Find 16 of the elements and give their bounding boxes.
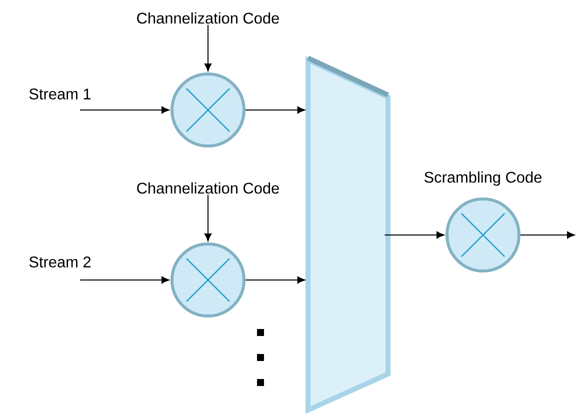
arrow: [384, 231, 444, 239]
arrow: [245, 106, 306, 114]
edge-label: Stream 1: [29, 88, 91, 100]
multiplier-circle: [170, 242, 246, 318]
arrow: [204, 24, 212, 72]
multiplier-circle: [446, 198, 520, 272]
multiplier-circle: [170, 72, 246, 148]
arrow: [204, 194, 212, 242]
code-label: Channelization Code: [137, 12, 279, 24]
code-label: Scrambling Code: [424, 171, 542, 186]
arrow: [245, 276, 306, 284]
arrow: [80, 276, 170, 284]
arrow: [520, 231, 575, 239]
code-label: Channelization Code: [137, 182, 279, 194]
edge-label: Stream 2: [29, 256, 91, 268]
arrow: [80, 106, 170, 114]
